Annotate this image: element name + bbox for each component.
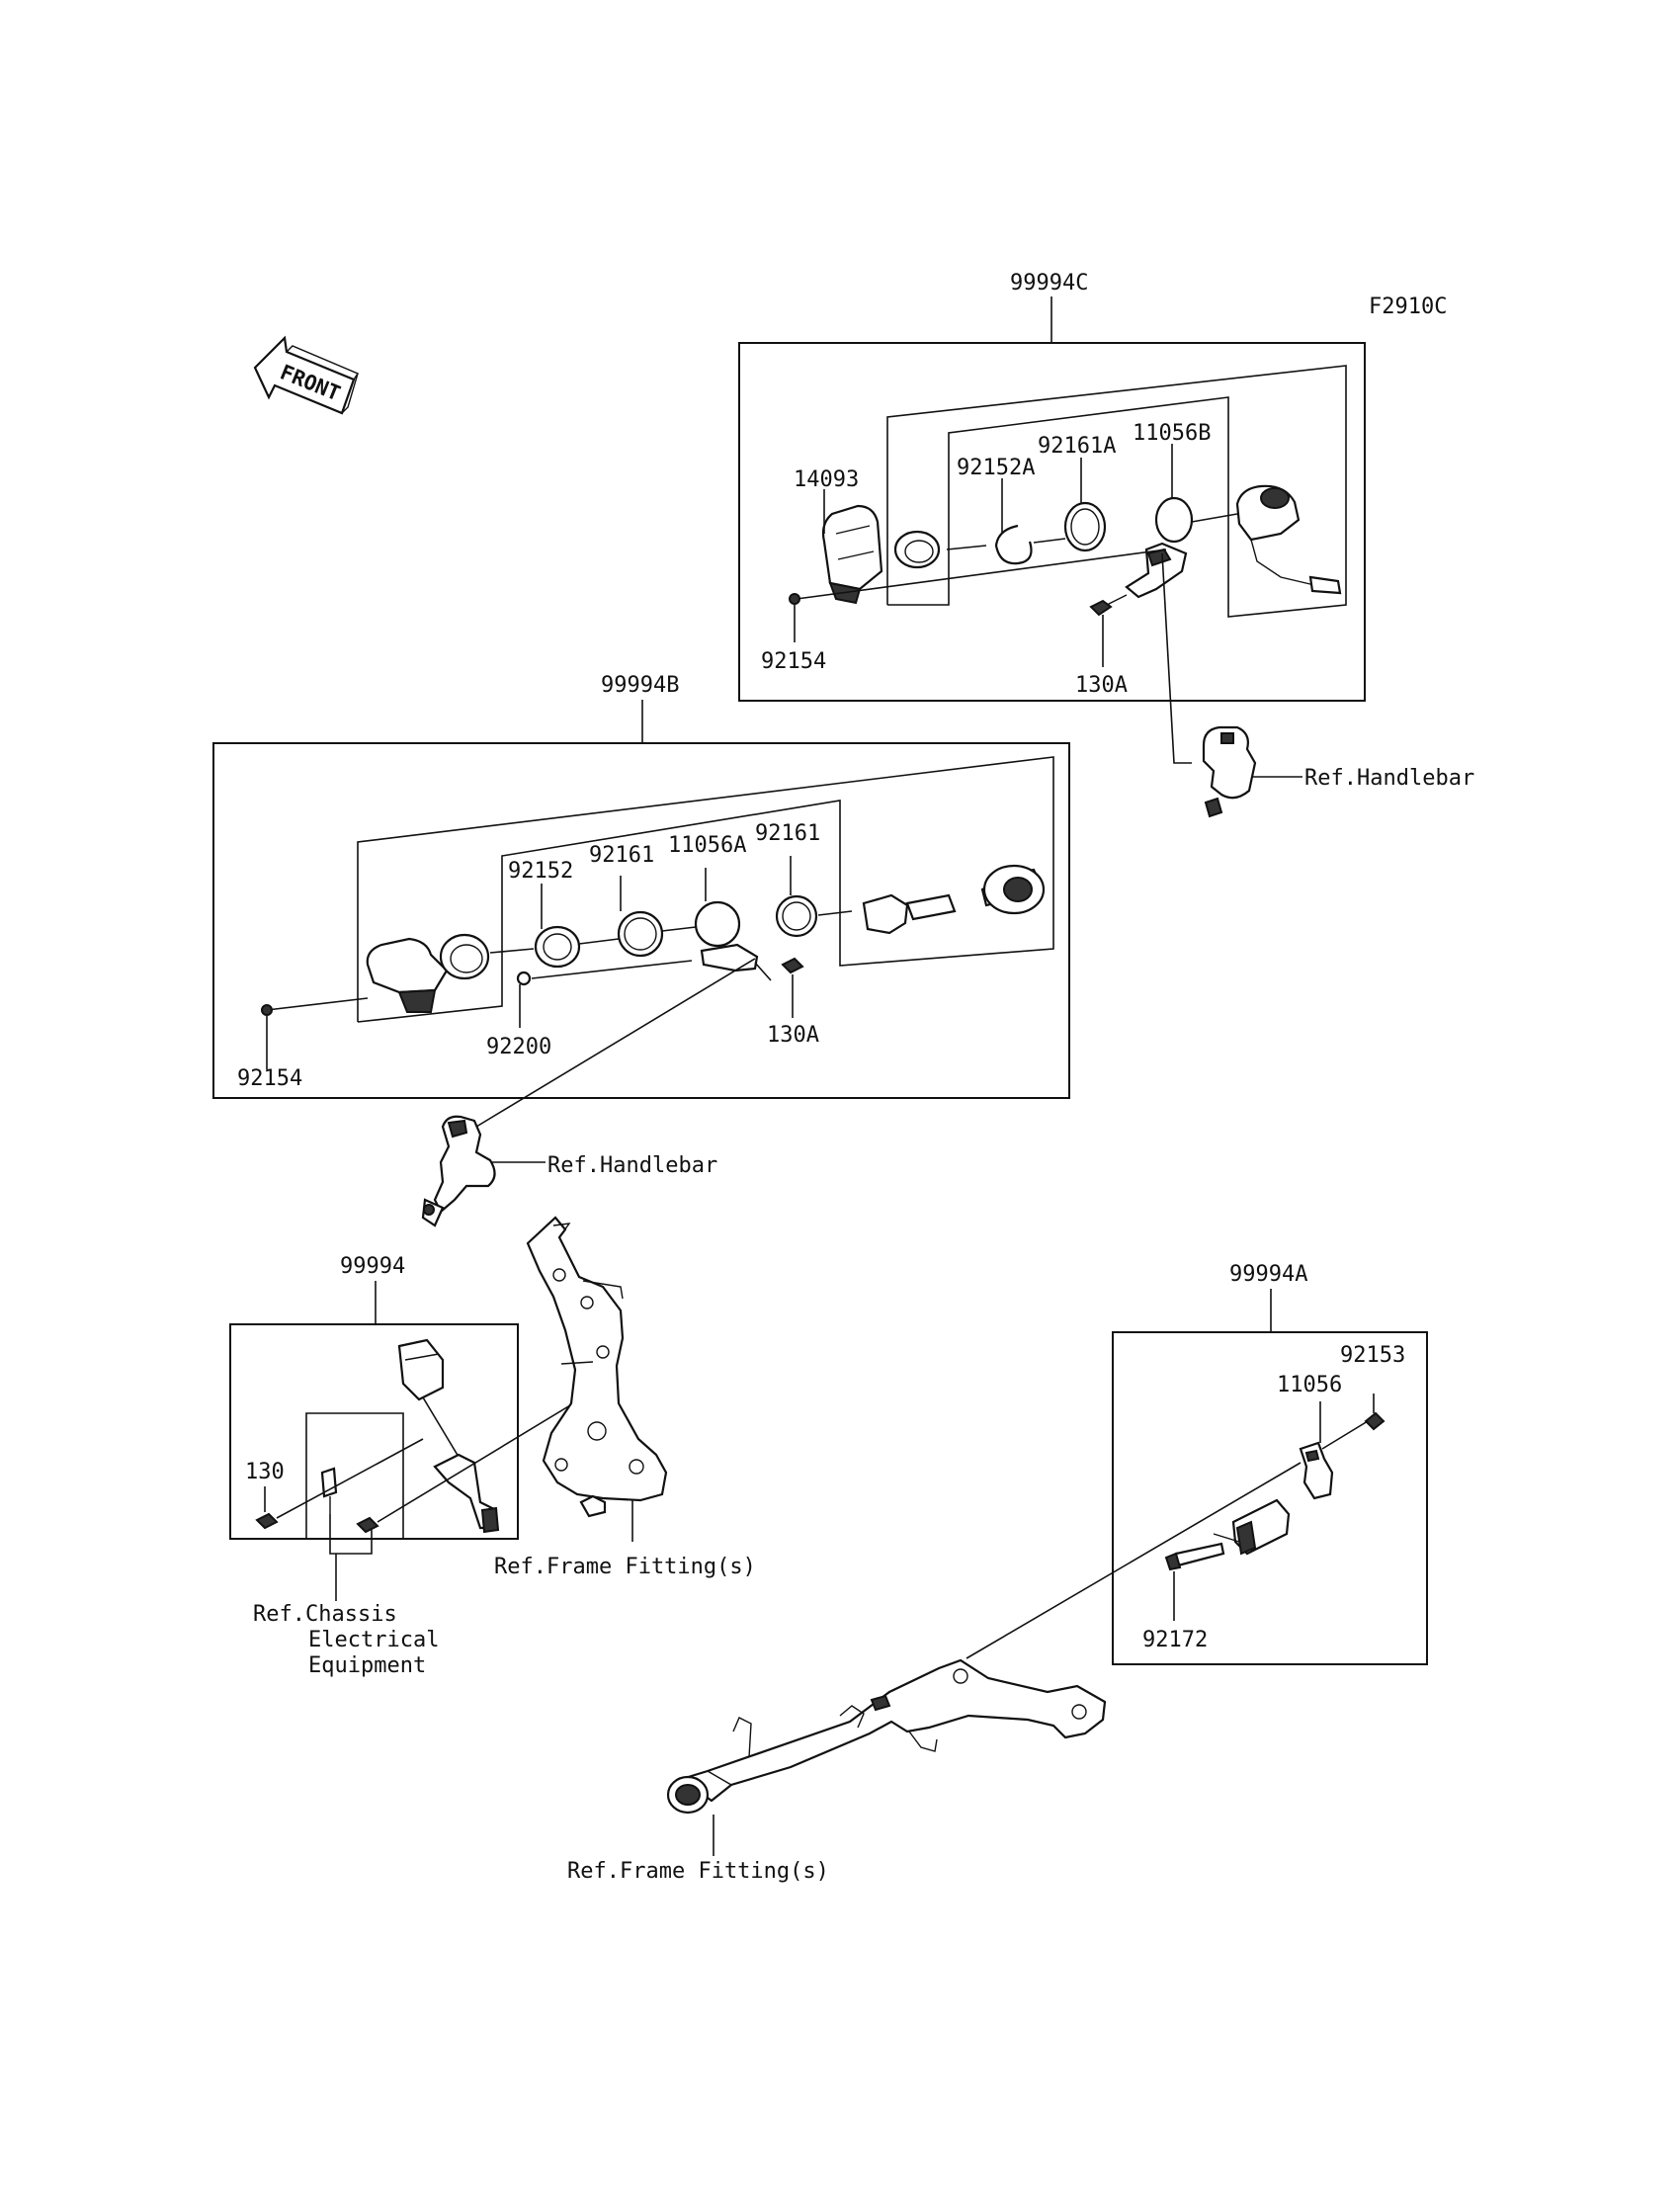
- part-label-92154: 92154: [237, 1066, 302, 1091]
- bolt-part: [255, 1512, 279, 1530]
- lock-ring-part: [893, 530, 941, 569]
- part-label-130A: 130A: [1075, 673, 1128, 698]
- ignition-switch-part: [1235, 484, 1342, 595]
- washer-part: [516, 971, 532, 986]
- ref-frame-fitting-bottom-label: Ref.Frame Fitting(s): [567, 1859, 829, 1884]
- bracket-part: [694, 900, 759, 972]
- group-box: [1112, 1331, 1428, 1665]
- ref-frame-fitting-center-label: Ref.Frame Fitting(s): [494, 1555, 756, 1579]
- o-ring-part-2: [775, 894, 818, 938]
- part-label-11056A: 11056A: [668, 833, 746, 858]
- screw-part: [1364, 1411, 1386, 1431]
- frame-fitting-center: Ref.Frame Fitting(s): [494, 1216, 756, 1579]
- ref-handlebar-lower: Ref.Handlebar: [421, 958, 756, 1227]
- ref-chassis-line1: Ref.Chassis: [253, 1602, 397, 1627]
- part-label-11056: 11056: [1277, 1373, 1342, 1397]
- group-number: 99994A: [1229, 1262, 1307, 1287]
- group-box: [229, 1323, 519, 1540]
- group-99994A: 99994A 92153 11056 92172: [1112, 1262, 1428, 1665]
- part-label-92200: 92200: [486, 1035, 551, 1059]
- part-label-92152A: 92152A: [957, 456, 1035, 480]
- part-label-130A: 130A: [767, 1023, 819, 1048]
- bolt-part: [1089, 594, 1128, 617]
- group-box: [212, 742, 1070, 1099]
- part-label-11056B: 11056B: [1133, 421, 1211, 446]
- ignition-switch-part: [862, 864, 1046, 935]
- screw-part: [789, 593, 800, 605]
- group-99994: 99994 130: [229, 1254, 604, 1601]
- part-label-92153: 92153: [1340, 1343, 1405, 1368]
- bracket-part: [1125, 496, 1194, 599]
- frame-fitting-bottom: Ref.Frame Fitting(s): [567, 1462, 1302, 1884]
- ref-handlebar-upper-label: Ref.Handlebar: [1304, 766, 1474, 791]
- sensor-part: [1213, 1498, 1291, 1556]
- connector-part: [320, 1467, 338, 1514]
- ref-handlebar-upper: Ref.Handlebar: [1161, 552, 1474, 818]
- figure-code: F2910C: [1369, 295, 1447, 319]
- part-label-92161A: 92161A: [1038, 434, 1116, 459]
- o-ring-part: [534, 925, 581, 969]
- front-arrow-icon: FRONT: [253, 335, 360, 415]
- bracket-part: [1299, 1441, 1334, 1500]
- o-ring-part: [1063, 501, 1107, 552]
- group-number: 99994C: [1010, 271, 1088, 296]
- lock-ring-part: [439, 933, 490, 980]
- bolt-part-2: [356, 1516, 379, 1534]
- ref-chassis-line2: Electrical: [308, 1628, 439, 1652]
- group-number: 99994: [340, 1254, 405, 1279]
- group-number: 99994B: [601, 673, 679, 698]
- part-label-92152: 92152: [508, 859, 573, 884]
- group-box: [738, 342, 1366, 702]
- ignition-cover-part: [366, 937, 449, 1013]
- snap-ring-part: [617, 910, 664, 958]
- bolt-part: [781, 957, 804, 974]
- ref-handlebar-lower-label: Ref.Handlebar: [547, 1153, 717, 1178]
- part-label-92161-2: 92161: [755, 821, 820, 846]
- part-label-14093: 14093: [794, 467, 859, 492]
- ref-chassis-line3: Equipment: [308, 1653, 426, 1678]
- sensor-part: [397, 1338, 500, 1534]
- part-label-130: 130: [245, 1460, 285, 1484]
- part-label-92161: 92161: [589, 843, 654, 868]
- part-label-92172: 92172: [1142, 1628, 1208, 1652]
- screw-part: [261, 1004, 273, 1016]
- ignition-cover-part: [821, 504, 883, 605]
- part-label-92154: 92154: [761, 649, 826, 674]
- group-99994C: 99994C: [738, 271, 1366, 702]
- bolt-part: [1164, 1542, 1225, 1571]
- group-99994B: 99994B: [212, 673, 1070, 1099]
